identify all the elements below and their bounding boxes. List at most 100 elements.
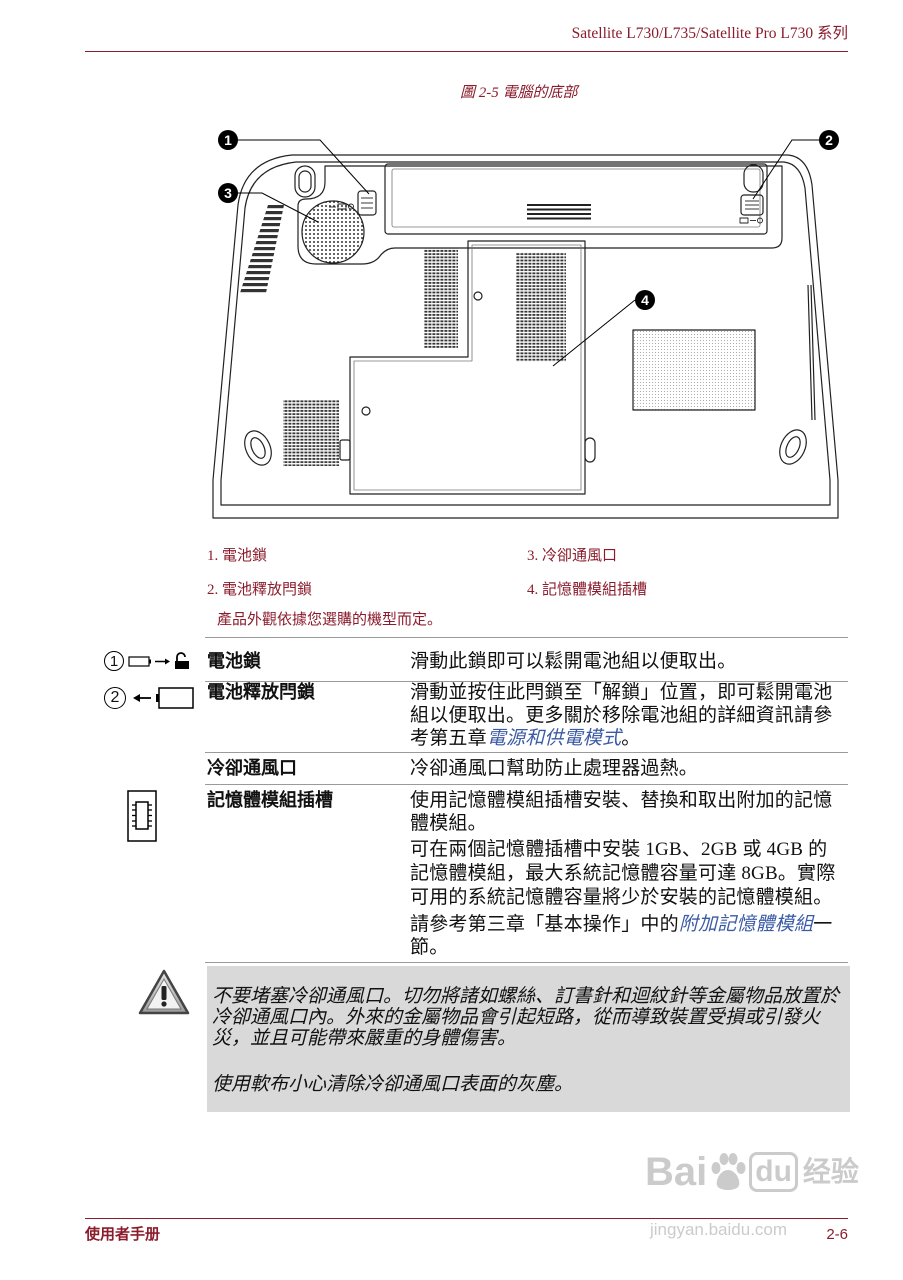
battery-lock-switch xyxy=(357,190,377,216)
description-memory-reference: 請參考第三章「基本操作」中的附加記憶體模組一 節。 xyxy=(410,913,832,959)
callout-4: 4 xyxy=(552,290,655,367)
baidu-paw-icon xyxy=(711,1153,746,1190)
bottom-left-rubber-foot xyxy=(244,430,272,466)
side-port-edge-outer xyxy=(807,284,813,421)
table-row-rule xyxy=(205,784,848,785)
watermark-brand-du: du xyxy=(749,1152,798,1192)
warning-box: 不要堵塞冷卻通風口。切勿將諸如螺絲、訂書針和迴紋針等金屬物品放置於 冷卻通風口內… xyxy=(207,966,850,1112)
footer-manual-title: 使用者手册 xyxy=(85,1226,161,1243)
bottom-right-rubber-foot-inner xyxy=(785,436,801,458)
footer-rule xyxy=(85,1218,848,1219)
callout-2-leader-line xyxy=(752,139,819,200)
description-memory-paragraph-2: 可在兩個記憶體插槽中安裝 1GB、2GB 或 4GB 的 記憶體模組，最大系統記… xyxy=(410,838,835,910)
product-label-plate xyxy=(632,329,756,411)
small-pad xyxy=(584,437,596,463)
warning-triangle-icon xyxy=(138,969,190,1015)
laptop-body-outline xyxy=(212,154,839,519)
memory-slot-cover-inner-edge xyxy=(353,244,582,491)
description-line-with-reference: 請參考第三章「基本操作」中的附加記憶體模組一 xyxy=(410,913,832,936)
callout-1: 1 xyxy=(218,130,370,195)
appearance-note: 產品外觀依據您選購的機型而定。 xyxy=(217,612,443,628)
bottom-left-rubber-foot-inner xyxy=(250,437,266,459)
battery-pack-inner-edge xyxy=(391,168,761,228)
legend-item-4: 4. 記憶體模組插槽 xyxy=(527,582,648,598)
description-line-with-reference: 考第五章電源和供電模式。 xyxy=(410,727,832,750)
cooling-fan-grille xyxy=(301,200,365,264)
center-vent-grille xyxy=(424,248,458,348)
header-rule xyxy=(85,51,848,52)
reference-suffix: 。 xyxy=(621,728,641,749)
description-line: 滑動並按住此閂鎖至「解鎖」位置，即可鬆開電池 xyxy=(410,682,833,703)
power-chapter-link[interactable]: 電源和供電模式 xyxy=(486,728,622,749)
right-vent-grille xyxy=(516,252,566,362)
row-2-number-badge: 2 xyxy=(104,687,126,709)
baidu-jingyan-watermark: Bai du 经验 xyxy=(645,1150,859,1194)
lower-left-vent-grille xyxy=(283,400,339,466)
callout-4-badge xyxy=(635,290,655,310)
watermark-brand-bai: Bai xyxy=(645,1150,708,1194)
description-line: 記憶體模組，最大系統記憶體容量可達 8GB。實際 xyxy=(410,863,836,884)
term-cooling-vents: 冷卻通風口 xyxy=(207,758,297,778)
battery-unlock-glyph xyxy=(128,652,189,669)
top-left-rubber-foot xyxy=(294,165,316,198)
watermark-brand-jingyan: 经验 xyxy=(802,1156,859,1187)
callout-3-number: 3 xyxy=(224,185,232,201)
battery-release-latch xyxy=(740,194,764,216)
term-battery-release-latch: 電池釋放閂鎖 xyxy=(207,682,315,702)
bottom-right-rubber-foot xyxy=(779,429,807,465)
callout-2: 2 xyxy=(752,130,839,200)
callout-3-badge xyxy=(218,183,238,203)
top-left-rubber-foot-inner xyxy=(298,170,312,193)
page-number: 2-6 xyxy=(826,1226,848,1243)
legend-item-1: 1. 電池鎖 xyxy=(207,548,268,564)
figure-caption: 圖 2-5 電腦的底部 xyxy=(460,85,578,101)
warning-line: 冷卻通風口內。外來的金屬物品會引起短路，從而導致裝置受損或引發火 xyxy=(212,1007,821,1028)
callout-2-badge xyxy=(819,130,839,150)
reference-prefix: 請參考第三章「基本操作」中的 xyxy=(410,914,679,935)
callout-2-number: 2 xyxy=(825,132,833,148)
add-memory-section-link[interactable]: 附加記憶體模組 xyxy=(678,914,814,935)
description-cooling-vents: 冷卻通風口幫助防止處理器過熱。 xyxy=(410,757,698,780)
description-line: 使用記憶體模組插槽安裝、替換和取出附加的記憶 xyxy=(410,790,833,811)
description-line: 組以便取出。更多關於移除電池組的詳細資訊請參 xyxy=(410,705,833,726)
description-memory-paragraph-1: 使用記憶體模組插槽安裝、替換和取出附加的記憶 體模組。 xyxy=(410,789,832,835)
battery-release-latch-icon: 2 xyxy=(104,686,195,710)
battery-lock-icon: 1 xyxy=(104,651,191,671)
description-line: 可在兩個記憶體插槽中安裝 1GB、2GB 或 4GB 的 xyxy=(410,839,828,860)
description-line: 體模組。 xyxy=(410,813,487,834)
callout-1-number: 1 xyxy=(224,132,232,148)
laptop-body-bevel xyxy=(220,161,831,506)
description-line: 節。 xyxy=(410,937,449,958)
warning-line: 不要堵塞冷卻通風口。切勿將諸如螺絲、訂書針和迴紋針等金屬物品放置於 xyxy=(212,986,840,1007)
release-symbol-mark xyxy=(739,217,763,224)
battery-lock-switch-ridges xyxy=(361,197,373,209)
watermark-url: jingyan.baidu.com xyxy=(650,1220,788,1239)
lock-symbol-mark xyxy=(329,203,354,210)
term-memory-slot: 記憶體模組插槽 xyxy=(207,790,333,810)
table-row-rule xyxy=(205,752,848,753)
row-1-number-badge: 1 xyxy=(104,651,124,671)
running-header: Satellite L730/L735/Satellite Pro L730 系… xyxy=(571,25,848,42)
cover-tab xyxy=(339,439,351,461)
side-vent-slats xyxy=(240,205,284,293)
top-right-rubber-foot xyxy=(743,164,764,193)
legend-item-3: 3. 冷卻通風口 xyxy=(527,548,618,564)
callout-4-number: 4 xyxy=(641,292,649,308)
table-top-rule xyxy=(205,637,848,638)
battery-release-latch-ridges xyxy=(745,200,759,210)
term-battery-lock: 電池鎖 xyxy=(207,651,261,671)
reference-suffix: 一 xyxy=(813,914,833,935)
laptop-bottom-diagram: 1 2 3 4 xyxy=(212,130,839,519)
description-battery-release-latch: 滑動並按住此閂鎖至「解鎖」位置，即可鬆開電池 組以便取出。更多關於移除電池組的詳… xyxy=(410,681,832,750)
battery-release-glyph xyxy=(133,687,194,709)
battery-pack xyxy=(384,163,768,235)
description-line: 冷卻通風口幫助防止處理器過熱。 xyxy=(410,758,699,779)
cleaning-tip: 使用軟布小心清除冷卻通風口表面的灰塵。 xyxy=(212,1074,574,1095)
callout-1-leader-line xyxy=(238,139,370,195)
memory-cover-screw-top xyxy=(473,291,483,301)
table-bottom-rule xyxy=(205,962,848,963)
memory-module-icon xyxy=(127,790,157,842)
callout-3: 3 xyxy=(218,183,319,223)
description-line: 可用的系統記憶體容量將少於安裝的記憶體模組。 xyxy=(410,887,833,908)
